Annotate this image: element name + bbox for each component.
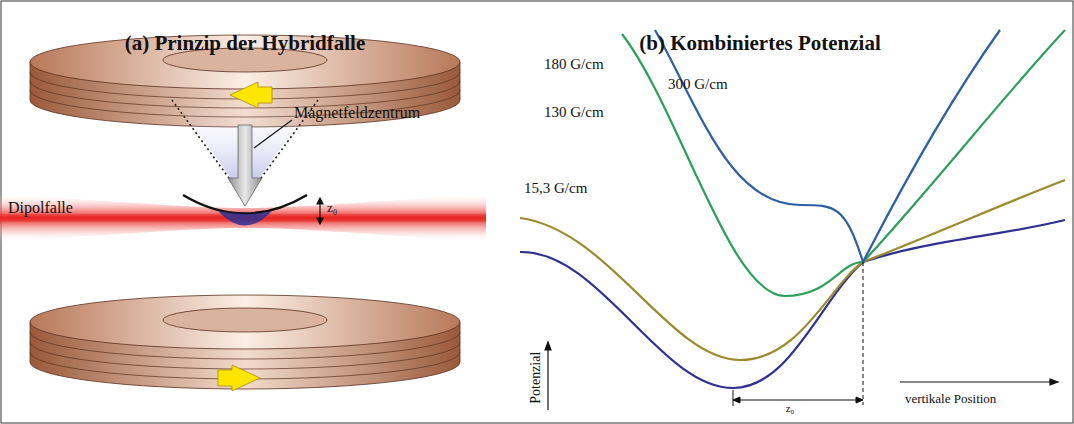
z0-arrow (317, 198, 323, 224)
field-arrow (228, 125, 262, 206)
curve-180 (622, 30, 1065, 296)
curve-label: 130 G/cm (544, 104, 604, 121)
axis-label: vertikale Position (905, 392, 996, 406)
curve-label: 180 G/cm (544, 56, 604, 73)
curve-label: 300 G/cm (668, 76, 728, 93)
dimension-label: z₀ (327, 201, 337, 215)
curve-300 (655, 30, 1000, 262)
curve-15 (520, 220, 1065, 388)
curve-label: 15,3 G/cm (524, 180, 587, 197)
panel-title: (b) Kombiniertes Potenzial (639, 32, 880, 55)
axis-label: Potenzial (528, 352, 543, 404)
callout-label: Dipolfalle (8, 199, 73, 217)
dimension-label: z₀ (786, 402, 795, 414)
curve-130 (520, 180, 1065, 360)
coil-bottom (30, 295, 460, 391)
callout-label: Magnetfeldzentrum (294, 104, 420, 122)
panel-title: (a) Prinzip der Hybridfalle (125, 32, 366, 55)
